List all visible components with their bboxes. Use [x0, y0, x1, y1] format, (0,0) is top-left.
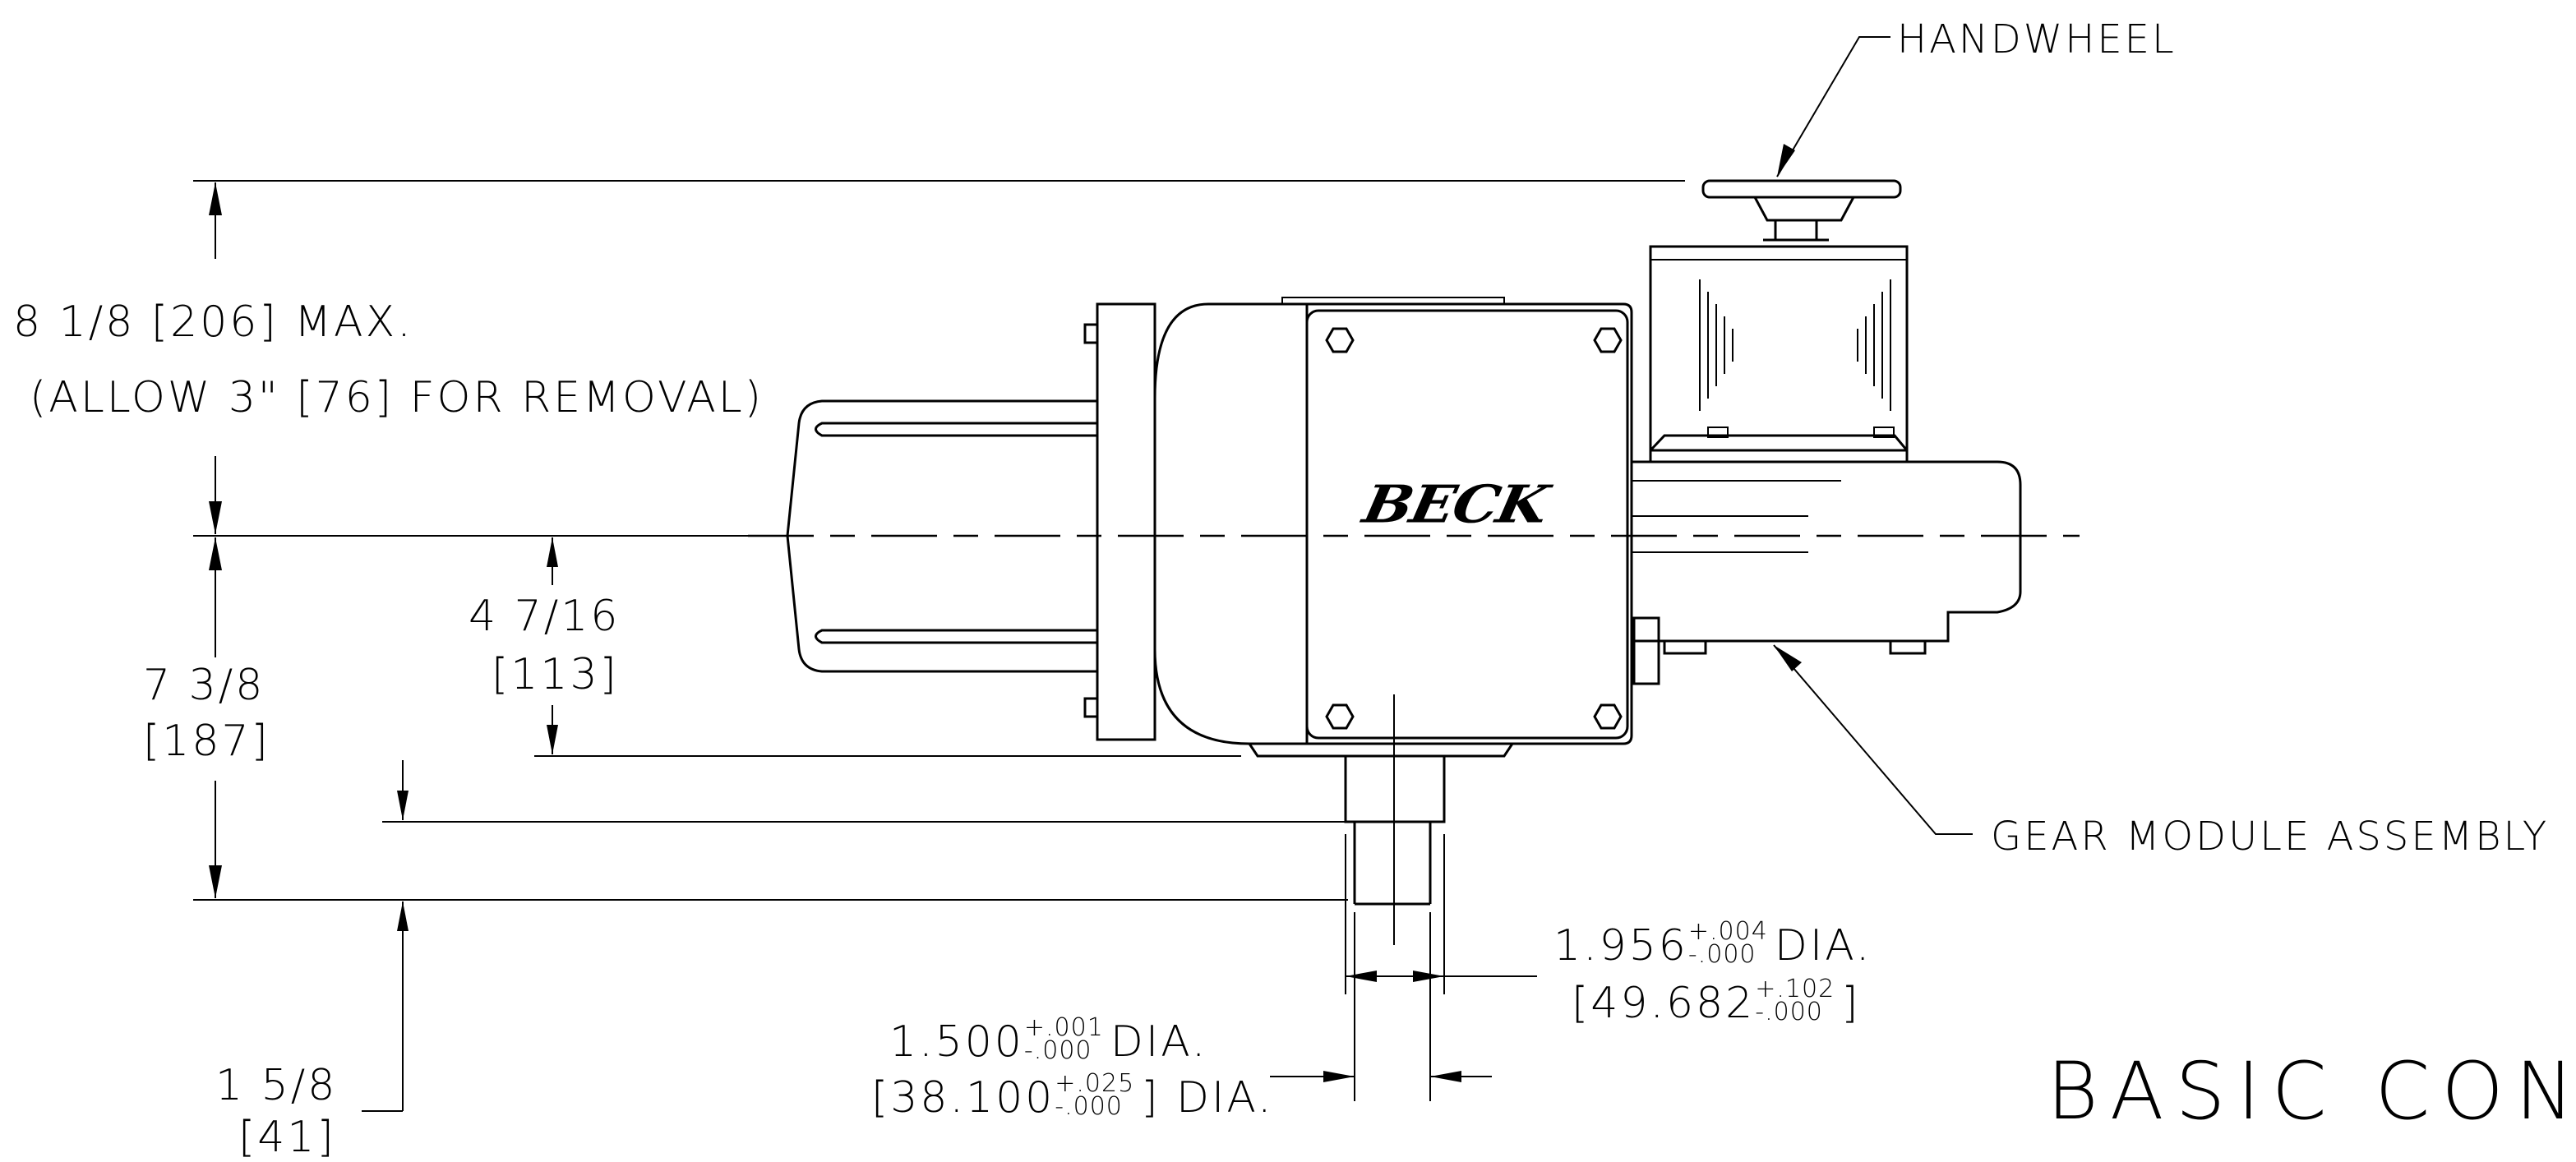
handwheel-leader-arrow [1777, 144, 1795, 177]
gear-module-body [1632, 460, 2022, 643]
handwheel-label: HANDWHEEL [1897, 16, 2177, 62]
housing-top-boss [1281, 297, 1505, 305]
gear-module-knob [1632, 616, 1660, 685]
dia1-arrow-right [1413, 971, 1444, 982]
handwheel-rim [1701, 179, 1902, 199]
hex-bolt-tr [1593, 327, 1623, 353]
arrow-1-bottom [397, 901, 409, 931]
gear-module-leader [1773, 644, 1973, 835]
flange-bolt-top [1083, 323, 1099, 344]
column-hatching-left [1699, 279, 1733, 411]
arrow-8-bottom [209, 501, 222, 534]
dia2-arrow-left [1323, 1071, 1355, 1082]
flange-plate [1096, 302, 1156, 741]
arrow-7-bottom [209, 865, 222, 898]
dim-7-3-8-label: 7 3/8 [143, 661, 265, 710]
dim-41-label: [41] [238, 1113, 336, 1162]
dim-1-5-8-label: 1 5/8 [215, 1061, 338, 1110]
motor-rear-cover [786, 399, 1097, 673]
gear-module-foot-right [1889, 639, 1927, 655]
column-hatching-right [1857, 279, 1891, 411]
handwheel-shaft [1774, 219, 1818, 242]
handwheel-leader [1776, 36, 1890, 178]
hex-bolt-br [1593, 703, 1623, 730]
gear-module-label: GEAR MODULE ASSEMBLY [1991, 814, 2550, 860]
dia1-arrow-left [1346, 971, 1377, 982]
hex-bolt-bl [1325, 703, 1355, 730]
dia-49682-label: [49.682+.102-.000] [1572, 974, 1861, 1028]
motor-rib-top [815, 422, 1097, 437]
handwheel-column [1649, 245, 1909, 452]
arrow-4-top [547, 537, 558, 567]
cover-plate [1305, 309, 1629, 740]
arrow-8-top [209, 182, 222, 215]
main-housing [1153, 302, 1633, 745]
dia-38100-label: [38.100+.025-.000] DIA. [871, 1068, 1274, 1123]
beck-logo: BECK [1358, 473, 1553, 535]
flange-bolt-bottom [1083, 697, 1099, 718]
dim-113-label: [113] [492, 650, 619, 699]
motor-rib-bottom [815, 629, 1097, 644]
arrow-4-bottom [547, 725, 558, 754]
housing-bottom-boss [1248, 743, 1514, 758]
gear-module-foot-left [1663, 639, 1707, 655]
arrow-7-top [209, 537, 222, 570]
allow-removal-label: (ALLOW 3" [76] FOR REMOVAL) [30, 373, 764, 422]
gear-module-leader-arrow [1774, 645, 1802, 671]
arrow-1-top [397, 791, 409, 820]
dim-4-7-16-label: 4 7/16 [469, 592, 621, 641]
column-bolt-right [1873, 427, 1895, 438]
height-max-label: 8 1/8 [206] MAX. [13, 297, 413, 347]
hex-bolt-tl [1325, 327, 1355, 353]
dia2-arrow-right [1430, 1071, 1461, 1082]
handwheel-column-base [1649, 434, 1909, 463]
title-block-label: BASIC CONT [2047, 1045, 2576, 1137]
handwheel-hub [1753, 196, 1855, 222]
dim-187-label: [187] [143, 717, 270, 766]
column-bolt-left [1707, 427, 1729, 438]
